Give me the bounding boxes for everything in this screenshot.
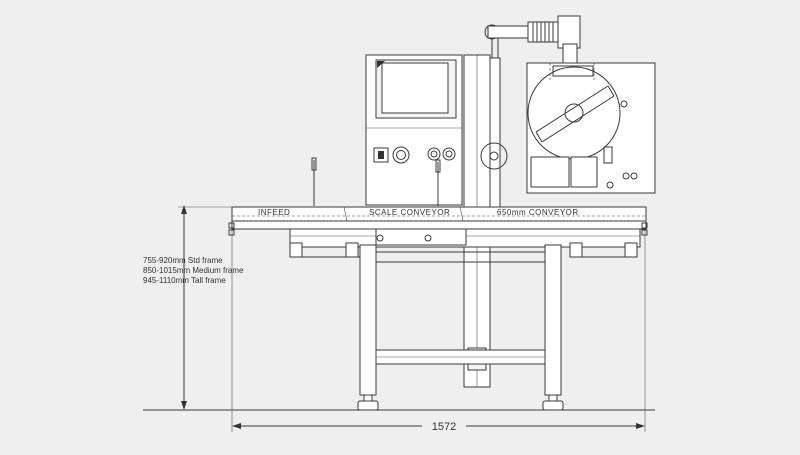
left-foot xyxy=(357,400,379,411)
control-cabinet xyxy=(311,54,463,206)
applicator-box xyxy=(570,156,598,188)
printer-box xyxy=(530,156,570,188)
height-dimension xyxy=(178,205,232,410)
scale-conveyor-label: SCALE CONVEYOR xyxy=(369,208,450,217)
top-arm xyxy=(484,15,581,65)
start-button-icon xyxy=(427,147,441,161)
labeller-panel xyxy=(526,62,656,194)
stop-button-icon xyxy=(442,147,456,161)
hmi-screen xyxy=(381,62,449,114)
note-tall-frame: 945-1110mm Tall frame xyxy=(143,276,226,285)
width-dimension: 1572 xyxy=(231,207,646,433)
stand-frame xyxy=(357,244,564,411)
conveyor-650-label: 650mm CONVEYOR xyxy=(497,208,579,217)
infeed-label: INFEED xyxy=(258,208,290,217)
frame-height-notes: 755-920mm Std frame 850-1015mm Medium fr… xyxy=(143,256,253,286)
width-label: 1572 xyxy=(432,421,456,433)
right-foot xyxy=(542,400,564,411)
main-switch-icon xyxy=(373,147,389,163)
support-rails xyxy=(289,228,641,263)
note-medium-frame: 850-1015mm Medium frame xyxy=(143,266,244,275)
note-std-frame: 755-920mm Std frame xyxy=(143,256,223,265)
column-pulley-icon xyxy=(480,142,508,170)
knob-icon xyxy=(392,146,410,164)
